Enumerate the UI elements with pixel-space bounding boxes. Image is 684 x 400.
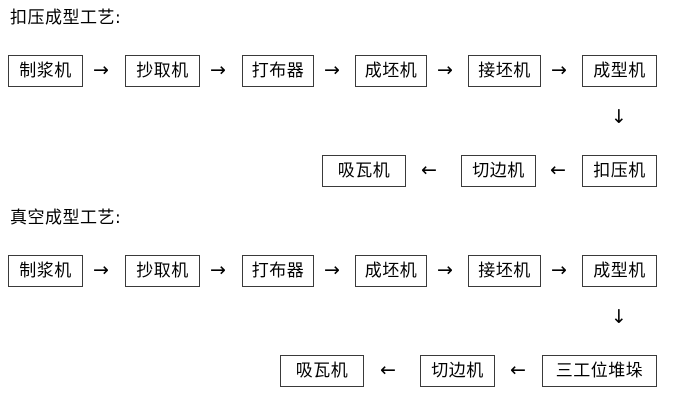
node-diagram1-row2-1[interactable]: 吸瓦机 bbox=[322, 155, 406, 187]
node-label: 成型机 bbox=[593, 61, 646, 81]
node-diagram2-row2-3[interactable]: 三工位堆垛 bbox=[542, 355, 657, 387]
node-diagram1-row1-4[interactable]: 成坯机 bbox=[355, 55, 427, 87]
diagram-2-title: 真空成型工艺: bbox=[10, 208, 122, 228]
arrow-left-icon-d1r2-1: ← bbox=[421, 159, 437, 181]
arrow-down-icon-diagram2: ↓ bbox=[611, 306, 627, 328]
node-label: 三工位堆垛 bbox=[555, 361, 644, 381]
arrow-right-icon-d2r1-1: → bbox=[93, 259, 109, 281]
arrow-left-icon-d2r2-2: ← bbox=[510, 359, 526, 381]
node-label: 成型机 bbox=[593, 261, 646, 281]
node-label: 接坯机 bbox=[478, 261, 531, 281]
node-diagram1-row1-1[interactable]: 制浆机 bbox=[8, 55, 83, 87]
node-diagram2-row1-4[interactable]: 成坯机 bbox=[355, 255, 427, 287]
node-diagram1-row2-3[interactable]: 扣压机 bbox=[582, 155, 657, 187]
node-label: 打布器 bbox=[251, 261, 305, 281]
node-label: 抄取机 bbox=[136, 61, 189, 81]
arrow-right-icon-d1r1-4: → bbox=[437, 59, 453, 81]
node-diagram1-row2-2[interactable]: 切边机 bbox=[461, 155, 536, 187]
node-label: 切边机 bbox=[431, 361, 484, 381]
node-label: 接坯机 bbox=[478, 61, 531, 81]
node-label: 吸瓦机 bbox=[295, 361, 349, 381]
node-diagram1-row1-2[interactable]: 抄取机 bbox=[125, 55, 200, 87]
arrow-left-icon-d1r2-2: ← bbox=[550, 159, 566, 181]
node-label: 吸瓦机 bbox=[337, 161, 391, 181]
arrow-left-icon-d2r2-1: ← bbox=[380, 359, 396, 381]
node-diagram1-row1-6[interactable]: 成型机 bbox=[582, 55, 657, 87]
node-diagram2-row2-1[interactable]: 吸瓦机 bbox=[280, 355, 364, 387]
arrow-down-icon-diagram1: ↓ bbox=[611, 106, 627, 128]
node-diagram1-row1-5[interactable]: 接坯机 bbox=[468, 55, 541, 87]
node-label: 制浆机 bbox=[19, 261, 72, 281]
arrow-right-icon-d1r1-5: → bbox=[551, 59, 567, 81]
diagram-1-title: 扣压成型工艺: bbox=[10, 8, 122, 28]
node-label: 扣压机 bbox=[593, 161, 646, 181]
node-label: 成坯机 bbox=[364, 61, 418, 81]
node-diagram2-row2-2[interactable]: 切边机 bbox=[420, 355, 495, 387]
arrow-right-icon-d1r1-1: → bbox=[93, 59, 109, 81]
node-label: 制浆机 bbox=[19, 61, 72, 81]
node-diagram2-row1-5[interactable]: 接坯机 bbox=[468, 255, 541, 287]
node-label: 切边机 bbox=[472, 161, 525, 181]
arrow-right-icon-d1r1-3: → bbox=[324, 59, 340, 81]
arrow-right-icon-d2r1-3: → bbox=[324, 259, 340, 281]
arrow-right-icon-d1r1-2: → bbox=[210, 59, 226, 81]
arrow-right-icon-d2r1-2: → bbox=[210, 259, 226, 281]
node-diagram2-row1-3[interactable]: 打布器 bbox=[242, 255, 314, 287]
node-diagram2-row1-1[interactable]: 制浆机 bbox=[8, 255, 83, 287]
node-label: 抄取机 bbox=[136, 261, 189, 281]
node-label: 成坯机 bbox=[364, 261, 418, 281]
node-diagram1-row1-3[interactable]: 打布器 bbox=[242, 55, 314, 87]
node-diagram2-row1-6[interactable]: 成型机 bbox=[582, 255, 657, 287]
arrow-right-icon-d2r1-5: → bbox=[551, 259, 567, 281]
node-diagram2-row1-2[interactable]: 抄取机 bbox=[125, 255, 200, 287]
arrow-right-icon-d2r1-4: → bbox=[437, 259, 453, 281]
node-label: 打布器 bbox=[251, 61, 305, 81]
